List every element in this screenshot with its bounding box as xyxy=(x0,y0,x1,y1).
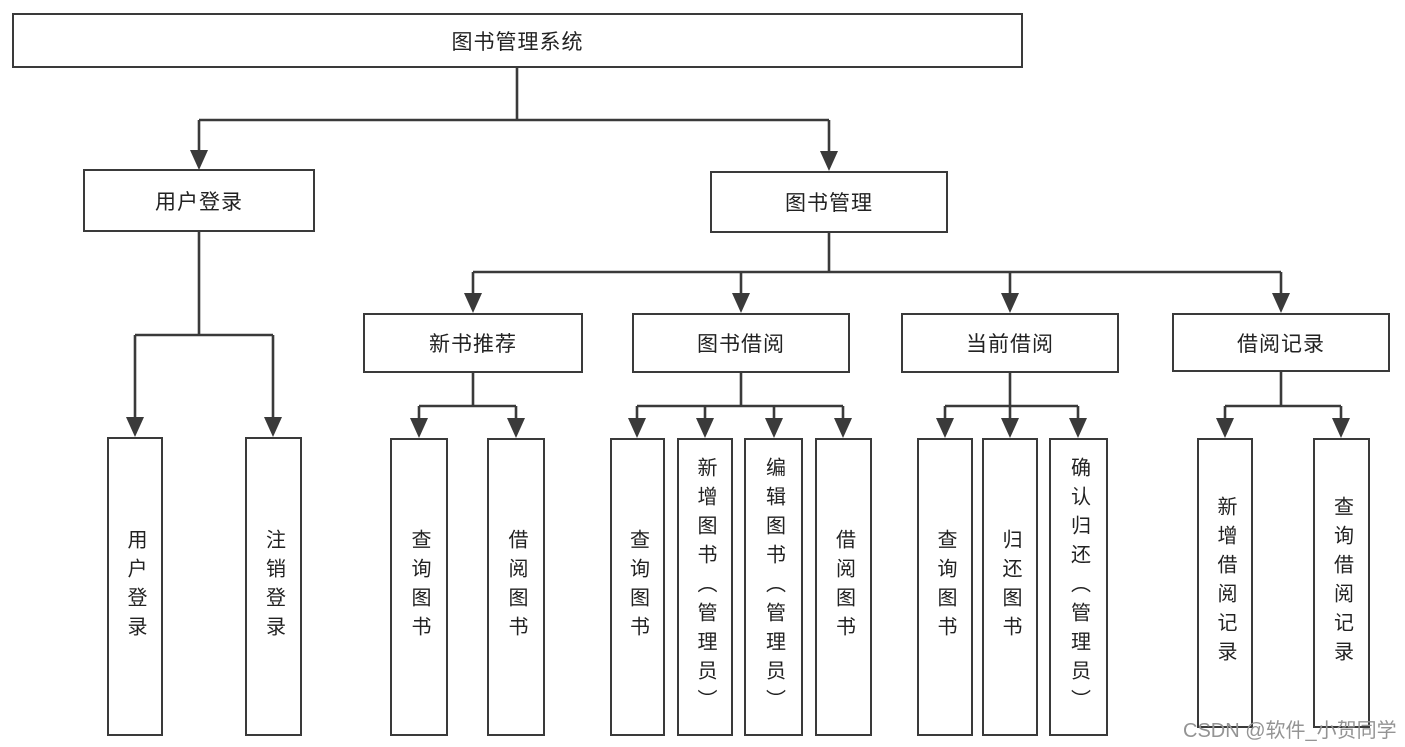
node-current-borrow-label: 当前借阅 xyxy=(966,333,1054,356)
leaf-recommend-borrow-book: 借阅图书 xyxy=(487,438,545,736)
node-borrow-records-label: 借阅记录 xyxy=(1237,332,1325,356)
edge-recommend-to-leaves xyxy=(417,373,518,420)
csdn-watermark: CSDN @软件_小贺同学 xyxy=(1183,720,1397,742)
leaf-recommend-borrow-book-label: 借阅图书 xyxy=(505,529,527,645)
leaf-add-book-admin: 新增图书（管理员） xyxy=(677,438,733,736)
edge-current-to-leaves xyxy=(943,373,1080,420)
leaf-logout-label: 注销登录 xyxy=(262,528,285,645)
leaf-query-borrow-record-label: 查询借阅记录 xyxy=(1330,496,1353,670)
edge-borrow-to-leaves xyxy=(635,373,845,420)
leaf-user-login: 用户登录 xyxy=(107,437,163,736)
node-user-login: 用户登录 xyxy=(83,169,315,232)
leaf-user-login-label: 用户登录 xyxy=(124,528,146,645)
leaf-edit-book-admin: 编辑图书（管理员） xyxy=(744,438,803,736)
arrowheads-level3 xyxy=(464,293,1290,313)
leaf-borrow-book: 借阅图书 xyxy=(815,438,872,736)
leaf-add-borrow-record: 新增借阅记录 xyxy=(1197,438,1253,728)
leaf-add-book-admin-label: 新增图书（管理员） xyxy=(694,456,716,718)
arrowheads-user-leaves xyxy=(126,417,282,437)
leaf-return-book: 归还图书 xyxy=(982,438,1038,736)
leaf-edit-book-admin-label: 编辑图书（管理员） xyxy=(762,456,785,718)
leaf-recommend-query-book-label: 查询图书 xyxy=(408,529,430,645)
leaf-query-borrow-record: 查询借阅记录 xyxy=(1313,438,1370,728)
leaf-borrow-query-book-label: 查询图书 xyxy=(626,529,649,645)
leaf-confirm-return-admin-label: 确认归还（管理员） xyxy=(1067,456,1090,718)
arrowheads-borrow-leaves xyxy=(628,418,852,438)
leaf-return-book-label: 归还图书 xyxy=(999,529,1021,645)
arrowheads-recommend-leaves xyxy=(410,418,525,438)
leaf-borrow-book-label: 借阅图书 xyxy=(832,529,855,645)
leaf-logout: 注销登录 xyxy=(245,437,302,736)
node-new-book-recommend: 新书推荐 xyxy=(363,313,583,373)
edge-records-to-leaves xyxy=(1223,372,1343,420)
leaf-current-query-book-label: 查询图书 xyxy=(934,529,956,645)
node-library-system-label: 图书管理系统 xyxy=(451,30,584,54)
node-new-book-recommend-label: 新书推荐 xyxy=(429,333,517,356)
leaf-current-query-book: 查询图书 xyxy=(917,438,973,736)
edge-user-login-to-leaves xyxy=(133,232,275,419)
edge-book-mgmt-to-level3 xyxy=(471,233,1283,295)
arrowheads-current-leaves xyxy=(936,418,1087,438)
edge-root-to-level2 xyxy=(197,68,831,153)
node-book-borrow: 图书借阅 xyxy=(632,313,850,373)
leaf-borrow-query-book: 查询图书 xyxy=(610,438,665,736)
node-book-borrow-label: 图书借阅 xyxy=(697,333,785,356)
leaf-confirm-return-admin: 确认归还（管理员） xyxy=(1049,438,1108,736)
node-library-system: 图书管理系统 xyxy=(12,13,1023,68)
arrowheads-records-leaves xyxy=(1216,418,1350,438)
node-current-borrow: 当前借阅 xyxy=(901,313,1119,373)
node-book-management-label: 图书管理 xyxy=(785,192,873,215)
node-book-management: 图书管理 xyxy=(710,171,948,233)
leaf-add-borrow-record-label: 新增借阅记录 xyxy=(1214,496,1236,670)
arrowheads-level2 xyxy=(190,150,838,171)
node-borrow-records: 借阅记录 xyxy=(1172,313,1390,372)
node-user-login-label: 用户登录 xyxy=(155,190,243,214)
leaf-recommend-query-book: 查询图书 xyxy=(390,438,448,736)
